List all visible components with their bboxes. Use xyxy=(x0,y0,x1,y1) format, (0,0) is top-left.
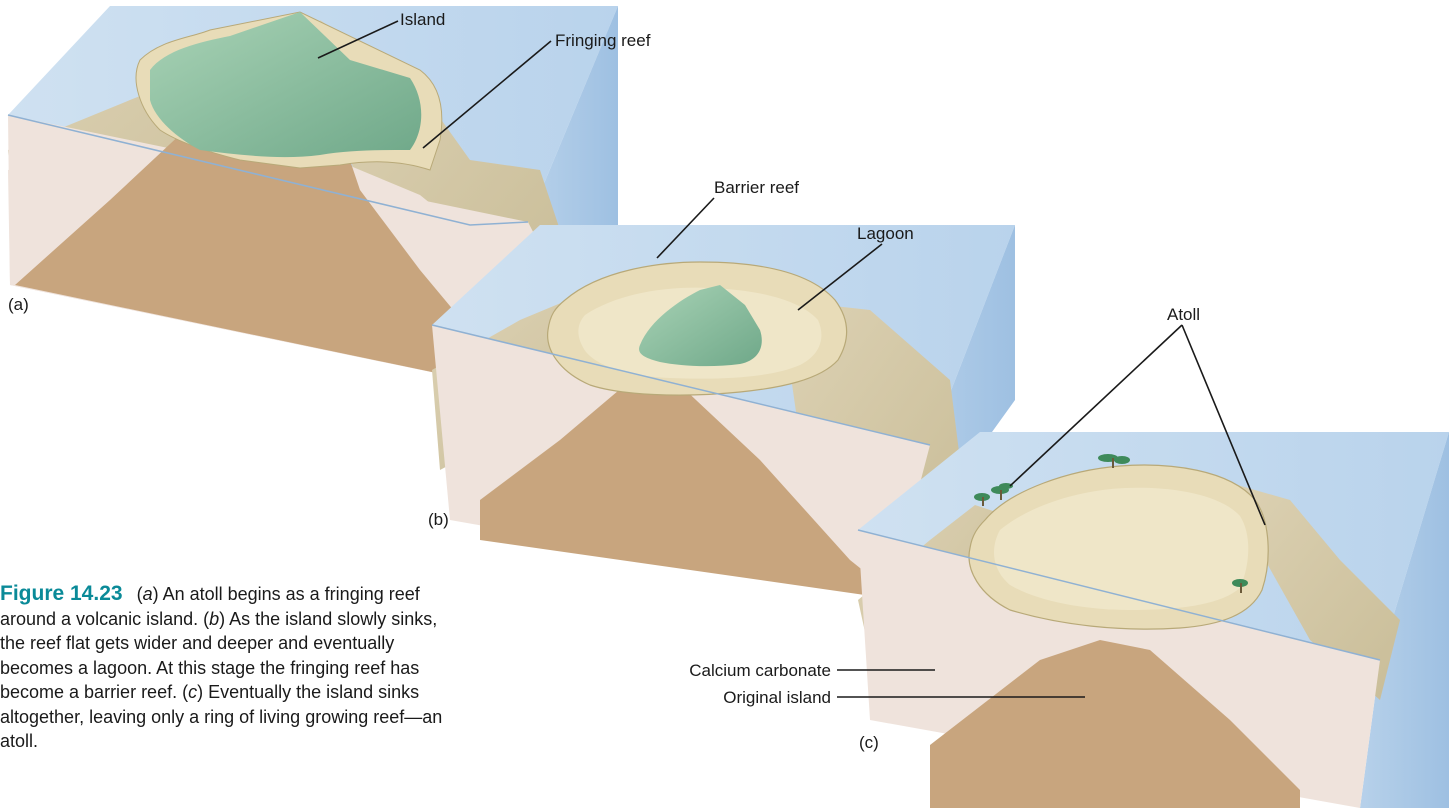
label-panel-c: (c) xyxy=(859,733,879,752)
label-panel-a: (a) xyxy=(8,295,29,314)
label-atoll: Atoll xyxy=(1167,305,1200,324)
caption-part-c-letter: c xyxy=(188,682,197,702)
label-panel-b: (b) xyxy=(428,510,449,529)
label-lagoon: Lagoon xyxy=(857,224,914,243)
figure-caption: Figure 14.23(a) An atoll begins as a fri… xyxy=(0,582,455,754)
figure-number: Figure 14.23 xyxy=(0,582,123,605)
caption-part-a-letter: a xyxy=(143,584,153,604)
label-barrier-reef: Barrier reef xyxy=(714,178,799,197)
label-island: Island xyxy=(400,10,445,29)
label-fringing-reef: Fringing reef xyxy=(555,31,651,50)
label-original-island: Original island xyxy=(723,688,831,707)
panel-c-block xyxy=(858,432,1449,808)
caption-part-b-letter: b xyxy=(209,609,219,629)
label-calcium-carbonate: Calcium carbonate xyxy=(689,661,831,680)
